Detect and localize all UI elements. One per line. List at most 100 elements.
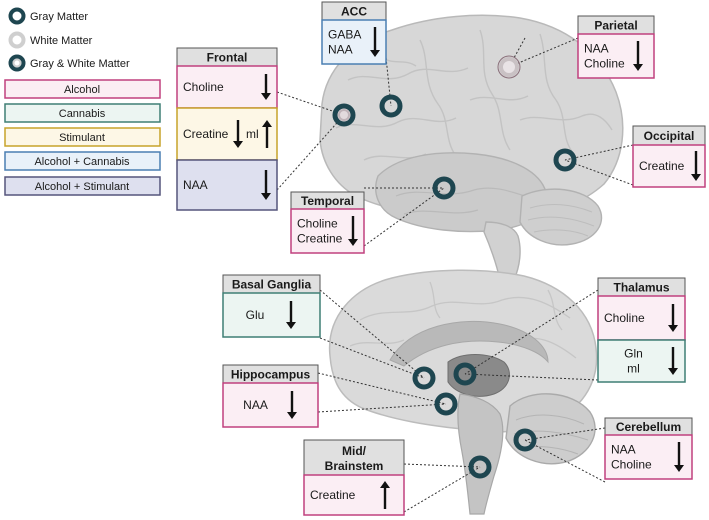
temporal-marker	[432, 176, 456, 200]
metabolite-label: GABA	[328, 28, 361, 42]
legend-substance-label: Alcohol + Cannabis	[34, 156, 130, 168]
sagittal-brain	[328, 269, 598, 515]
occipital-marker	[553, 148, 577, 172]
legend-substance-label: Stimulant	[59, 132, 105, 144]
region-title: Basal Ganglia	[232, 278, 312, 292]
metabolite-label: NAA	[611, 443, 636, 457]
metabolite-label: Creatine	[310, 488, 356, 502]
metabolite-label: Choline	[297, 217, 338, 231]
arrow-down-icon	[348, 216, 358, 246]
metabolite-row	[597, 339, 686, 383]
gray-matter-ring-icon	[468, 455, 492, 479]
gray-matter-ring-icon	[379, 94, 403, 118]
metabolite-row	[222, 382, 319, 428]
legend-swatch	[4, 151, 161, 171]
arrow-down-icon	[286, 301, 296, 329]
legend-substance: Alcohol + Cannabis	[4, 151, 161, 171]
legend-substance-label: Alcohol	[64, 84, 100, 96]
metabolite-row	[632, 144, 706, 188]
white-matter-ring-icon	[499, 57, 519, 77]
legend-substance: Cannabis	[4, 103, 161, 123]
arrow-down-icon	[633, 41, 643, 71]
legend-substance: Stimulant	[4, 127, 161, 147]
connector-line	[564, 159, 634, 186]
metabolite-label: Choline	[183, 80, 224, 94]
metabolite-row	[176, 65, 278, 109]
gray-matter-marker-icon	[8, 7, 26, 25]
thalamus-marker	[453, 362, 477, 386]
region-title: Cerebellum	[616, 420, 681, 434]
white-matter-marker-icon	[8, 31, 26, 49]
metabolite-label: Choline	[584, 57, 625, 71]
arrow-down-icon	[691, 151, 701, 181]
region-boxes: ACCGABANAAParietalNAACholineFrontalCholi…	[176, 1, 706, 516]
legend-substance: Alcohol	[4, 79, 161, 99]
legend-substance-label: Cannabis	[59, 108, 106, 120]
basal-ganglia-marker	[412, 366, 436, 390]
metabolite-label: Creatine	[639, 159, 685, 173]
connector-line	[319, 337, 425, 379]
connector-line	[317, 403, 447, 413]
metabolite-label: NAA	[328, 43, 353, 57]
legend-swatch	[4, 79, 161, 99]
connector-line	[403, 463, 481, 468]
legend-marker-label: Gray & White Matter	[30, 58, 130, 70]
metabolite-label: Creatine	[297, 232, 343, 246]
legend-swatch	[4, 127, 161, 147]
metabolite-label: Choline	[611, 458, 652, 472]
mid-brainstem-marker	[468, 455, 492, 479]
metabolite-row	[176, 159, 278, 211]
region-title: ACC	[341, 5, 367, 19]
legend-substance: Alcohol + Stimulant	[4, 176, 161, 196]
metabolite-label: Gln	[624, 347, 643, 361]
gray-matter-ring-icon	[412, 366, 436, 390]
metabolite-label: NAA	[243, 398, 268, 412]
arrow-down-icon	[668, 304, 678, 332]
region-title: Occipital	[644, 129, 695, 143]
metabolite-row	[176, 107, 278, 161]
inner-ring-icon	[12, 58, 22, 68]
gray-matter-ring-icon	[432, 176, 456, 200]
connector-line	[524, 427, 606, 441]
metabolite-row	[577, 33, 655, 79]
region-title: Brainstem	[325, 459, 384, 473]
region-title: Parietal	[594, 19, 637, 33]
connector-line	[317, 372, 447, 405]
metabolite-label: Glu	[246, 308, 265, 322]
legend-marker-both: Gray & White Matter	[8, 54, 130, 72]
metabolite-row	[604, 434, 693, 480]
legend-marker-label: Gray Matter	[30, 11, 88, 23]
gray-matter-ring-icon	[553, 148, 577, 172]
cerebellum-marker	[513, 428, 537, 452]
legend-marker-label: White Matter	[30, 35, 93, 47]
region-title: Mid/	[342, 444, 367, 458]
metabolite-row	[222, 292, 321, 338]
legend-substance-label: Alcohol + Stimulant	[35, 181, 129, 193]
connector-line	[276, 114, 345, 191]
gray-white-ring-icon	[332, 103, 356, 127]
connector-line	[508, 37, 526, 68]
arrow-down-icon	[261, 170, 271, 200]
metabolite-label: Creatine	[183, 127, 229, 141]
region-title: Temporal	[301, 194, 354, 208]
metabolite-row	[597, 295, 686, 341]
lateral-brain	[319, 14, 624, 281]
region-markers	[332, 55, 577, 479]
metabolite-label: Choline	[604, 311, 645, 325]
gray-matter-ring-icon	[513, 428, 537, 452]
cerebrum-sagittal	[328, 269, 598, 433]
metabolite-label: ml	[627, 362, 640, 376]
arrow-down-icon	[287, 391, 297, 419]
legend-swatch	[4, 176, 161, 196]
connector-line	[403, 466, 481, 513]
hippocampus-marker	[434, 392, 458, 416]
brainstem-lateral	[483, 221, 521, 281]
